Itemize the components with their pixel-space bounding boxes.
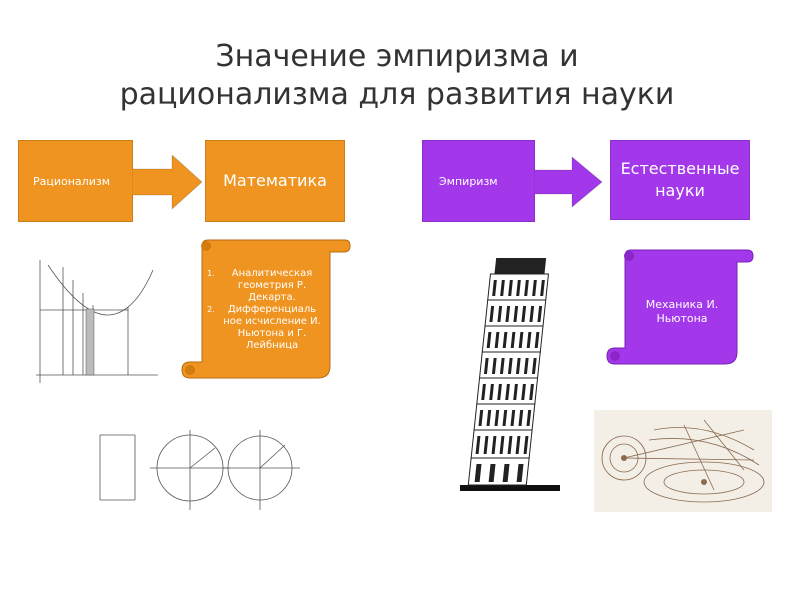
orbital-mechanics-illustration [594, 410, 772, 512]
scroll-left-item-2: 2. Дифференциаль ное исчисление И. Ньюто… [205, 304, 327, 352]
rationalism-box: Рационализм [18, 140, 133, 222]
circles-illustration [99, 430, 300, 510]
scroll-shape-left [181, 239, 351, 379]
natural-sciences-box: Естественные науки [610, 140, 750, 220]
title-line-2: рационализма для развития науки [119, 77, 675, 112]
item-1-text: Аналитическая геометрия Р. Декарта. [231, 268, 313, 303]
mechanics-text: Механика И. Ньютона [645, 298, 719, 325]
empiricism-box: Эмпиризм [422, 140, 535, 222]
rationalism-label: Рационализм [33, 174, 110, 188]
arrow-right-icon [132, 155, 203, 210]
natural-sciences-line-1: Естественные [620, 159, 740, 178]
item-1-number: 1. [207, 269, 215, 278]
title-line-1: Значение эмпиризма и [215, 39, 579, 74]
scroll-right-content: Механика И. Ньютона [628, 298, 736, 326]
empiricism-label: Эмпиризм [439, 174, 498, 188]
item-2-number: 2. [207, 305, 215, 314]
scroll-left-content: 1. Аналитическая геометрия Р. Декарта. 2… [205, 268, 327, 352]
leaning-tower-illustration [460, 258, 560, 491]
item-2-text: Дифференциаль ное исчисление И. Ньютона … [223, 304, 321, 351]
slide-title: Значение эмпиризма и рационализма для ра… [60, 38, 734, 114]
scroll-shape-right [606, 249, 754, 365]
scroll-left-item-1: 1. Аналитическая геометрия Р. Декарта. [205, 268, 327, 304]
mathematics-label: Математика [223, 171, 327, 190]
arrow-right-icon [534, 157, 603, 207]
integral-graph-illustration [36, 260, 158, 383]
natural-sciences-line-2: науки [655, 181, 705, 200]
mathematics-box: Математика [205, 140, 345, 222]
